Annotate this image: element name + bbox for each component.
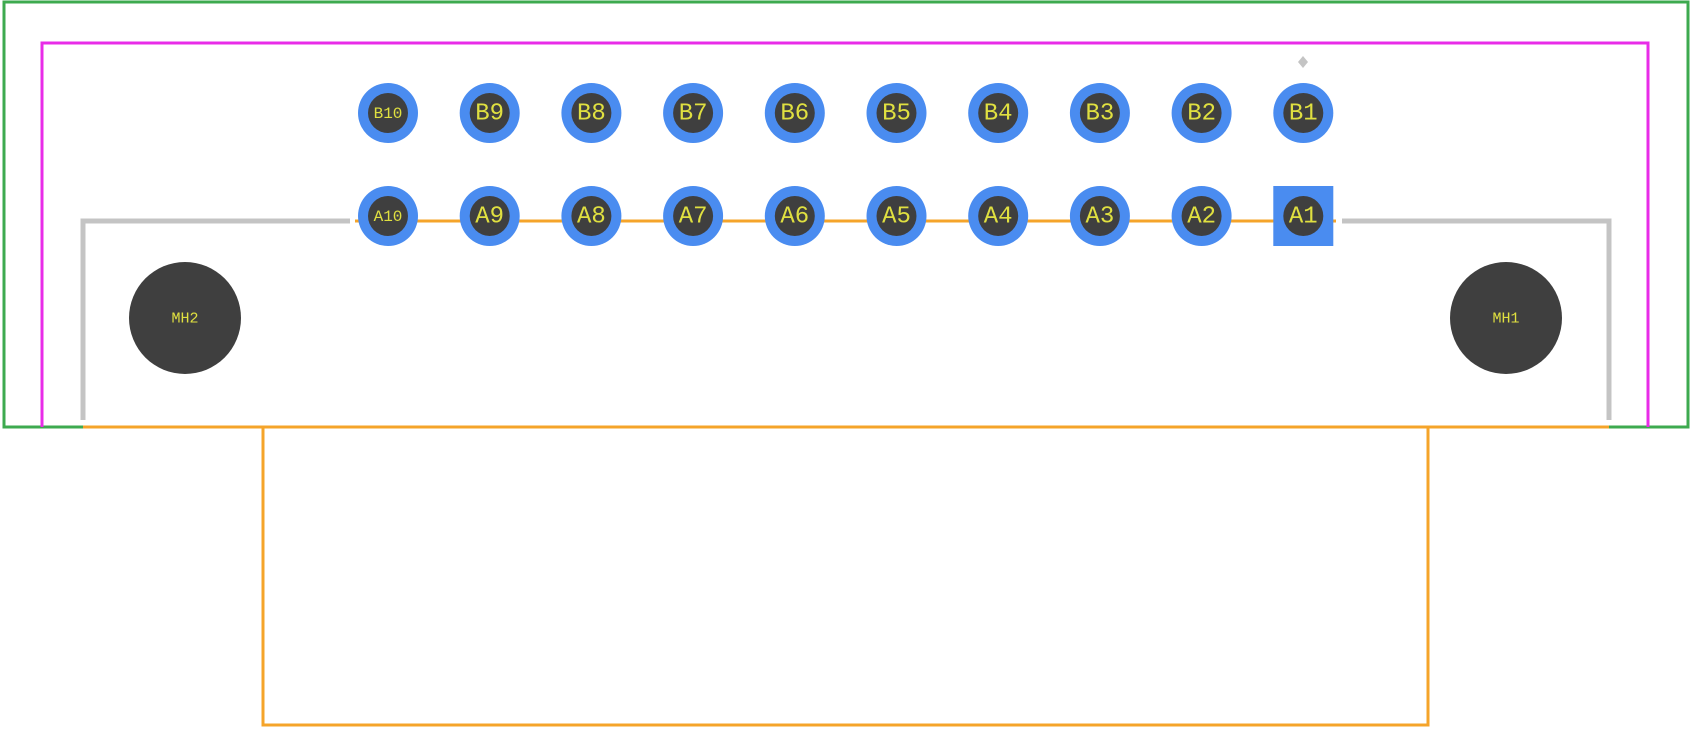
pad-b10: B10 <box>358 83 418 143</box>
pad-label: A10 <box>374 208 403 226</box>
pad-row-b: B10 B9 B8 B7 B6 B5 B4 B3 B2 B1 <box>358 83 1334 143</box>
pad-row-a: A10 A9 A8 A7 A6 A5 A4 A3 A2 A1 <box>358 186 1334 246</box>
pad-a7: A7 <box>663 186 724 246</box>
mounting-hole-mh1: MH1 <box>1450 262 1562 374</box>
pad-a3: A3 <box>1069 186 1130 246</box>
pad-b4: B4 <box>968 83 1029 143</box>
silkscreen-right-outline <box>1342 218 1612 420</box>
pad-drill <box>673 93 714 133</box>
pad-label: B4 <box>984 101 1013 128</box>
pad-b2: B2 <box>1171 83 1232 143</box>
mounting-hole-drill <box>129 262 241 374</box>
pad-drill <box>368 93 408 133</box>
pad-drill <box>876 93 917 133</box>
pad-a4: A4 <box>968 186 1029 246</box>
pad-label: B6 <box>780 101 809 128</box>
mounting-hole-label: MH2 <box>171 311 198 328</box>
pad-drill <box>1079 196 1120 236</box>
pad-label: A9 <box>475 204 504 231</box>
pad-b6: B6 <box>764 83 825 143</box>
pad-label: B10 <box>374 105 403 123</box>
pad-drill <box>673 196 714 236</box>
pad-a10: A10 <box>358 186 418 246</box>
pad-label: B7 <box>679 101 708 128</box>
pad-label: B1 <box>1289 101 1318 128</box>
mounting-hole-drill <box>1450 262 1562 374</box>
pad-b9: B9 <box>459 83 520 143</box>
pad-label: B5 <box>882 101 911 128</box>
pad-drill <box>368 196 408 236</box>
silkscreen-left-outline <box>80 218 350 420</box>
pad-label: A8 <box>577 204 606 231</box>
pad-label: A7 <box>679 204 708 231</box>
pad-drill <box>571 93 612 133</box>
pad-drill <box>1283 93 1324 133</box>
pad-b7: B7 <box>663 83 724 143</box>
pad-a5: A5 <box>866 186 927 246</box>
fabrication-body-outline <box>83 219 1609 727</box>
pad-drill <box>978 93 1019 133</box>
pad-drill <box>469 196 510 236</box>
pad-drill <box>1181 196 1222 236</box>
pad-label: A6 <box>780 204 809 231</box>
pad-label: A3 <box>1085 204 1114 231</box>
pad-drill <box>1181 93 1222 133</box>
pad-drill <box>774 196 815 236</box>
pad-label: A2 <box>1187 204 1216 231</box>
pin1-marker <box>1298 56 1308 68</box>
mounting-hole-mh2: MH2 <box>129 262 241 374</box>
mounting-holes: MH2 MH1 <box>129 262 1562 374</box>
mounting-hole-label: MH1 <box>1492 311 1519 328</box>
pad-a2: A2 <box>1171 186 1232 246</box>
pad-drill <box>978 196 1019 236</box>
pad-drill <box>876 196 917 236</box>
pad-label: A1 <box>1289 204 1318 231</box>
pad-b8: B8 <box>561 83 622 143</box>
courtyard-outline <box>2 0 1690 429</box>
pad-drill <box>1283 196 1324 236</box>
board-edge-outline <box>40 41 1650 427</box>
pad-a9: A9 <box>459 186 520 246</box>
pad-a1: A1 <box>1273 186 1334 246</box>
pad-label: A5 <box>882 204 911 231</box>
pad-drill <box>571 196 612 236</box>
pad-b1: B1 <box>1273 83 1334 143</box>
pad-label: B3 <box>1085 101 1114 128</box>
pad-drill <box>469 93 510 133</box>
pad-drill <box>774 93 815 133</box>
pad-b3: B3 <box>1069 83 1130 143</box>
pad-label: B2 <box>1187 101 1216 128</box>
pad-a6: A6 <box>764 186 825 246</box>
pad-drill <box>1079 93 1120 133</box>
pad-label: B9 <box>475 101 504 128</box>
pad-b5: B5 <box>866 83 927 143</box>
pad-label: A4 <box>984 204 1013 231</box>
pad-a8: A8 <box>561 186 622 246</box>
pad-label: B8 <box>577 101 606 128</box>
